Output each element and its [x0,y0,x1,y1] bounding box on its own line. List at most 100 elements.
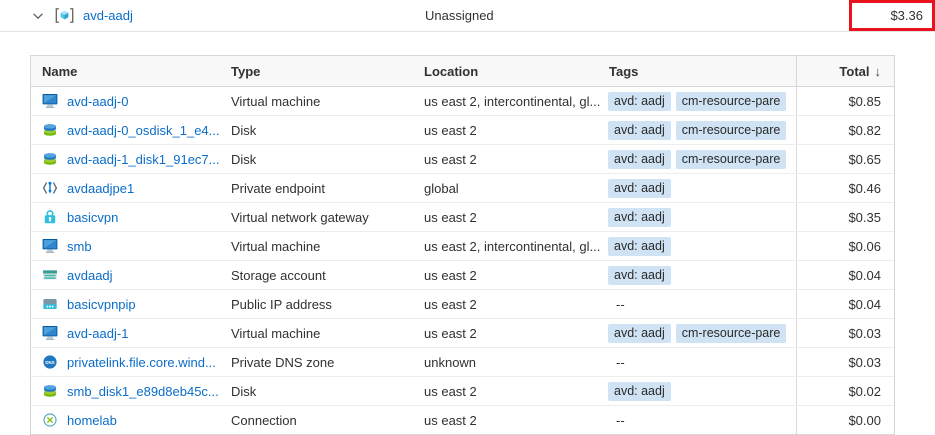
table-row[interactable]: DNS privatelink.file.core.wind... Private … [31,348,894,377]
resource-location: us east 2 [424,383,477,399]
virtual-machine-icon [42,325,58,341]
resource-name-cell: basicvpn [31,209,231,225]
group-total-highlight: $3.36 [849,0,935,31]
resource-link[interactable]: smb_disk1_e89d8eb45c... [67,383,219,399]
resource-type: Virtual machine [231,238,321,254]
tag-chip[interactable]: avd: aadj [608,178,671,198]
resource-type: Connection [231,412,297,428]
resource-tags-cell: avd: aadj [601,381,796,401]
resource-cost: $0.02 [796,377,894,405]
resource-name-cell: DNS privatelink.file.core.wind... [31,354,231,370]
column-header-location[interactable]: Location [424,63,479,79]
resource-type: Private DNS zone [231,354,335,370]
tag-chip[interactable]: cm-resource-pare [675,120,787,140]
resource-link[interactable]: basicvpn [67,209,119,225]
resource-link[interactable]: avdaadjpe1 [67,180,135,196]
resource-name-cell: homelab [31,412,231,428]
tag-chip[interactable]: avd: aadj [608,207,671,227]
resource-cost: $0.06 [796,232,894,260]
resource-location: us east 2 [424,267,477,283]
column-header-tags[interactable]: Tags [609,63,639,79]
empty-tags-label: -- [616,412,625,428]
resource-name-cell: smb_disk1_e89d8eb45c... [31,383,231,399]
resource-tags-cell: avd: aadj [601,207,796,227]
resource-name-cell: smb [31,238,231,254]
resource-group-row[interactable]: avd-aadj Unassigned $3.36 [0,0,935,32]
resource-link[interactable]: avd-aadj-1_disk1_91ec7... [67,151,220,167]
tag-chip[interactable]: avd: aadj [608,149,671,169]
resource-type: Virtual machine [231,325,321,341]
tag-chip[interactable]: avd: aadj [608,91,671,111]
virtual-network-gateway-icon [42,209,58,225]
table-header-row: Name Type Location Tags Total ↓ [31,56,894,87]
resource-link[interactable]: avd-aadj-1 [67,325,129,341]
tag-chip[interactable]: cm-resource-pare [675,323,787,343]
sort-descending-icon: ↓ [874,63,882,79]
resource-cost: $0.46 [796,174,894,202]
resource-location: us east 2 [424,296,477,312]
resource-link[interactable]: basicvpnpip [67,296,136,312]
connection-icon [42,412,58,428]
resource-type: Disk [231,383,257,399]
column-header-total[interactable]: Total ↓ [796,56,894,86]
column-header-name[interactable]: Name [42,63,78,79]
disk-icon [42,151,58,167]
resource-link[interactable]: smb [67,238,92,254]
table-row[interactable]: avdaadjpe1 Private endpoint global avd: aad… [31,174,894,203]
tag-chip[interactable]: avd: aadj [608,120,671,140]
resource-tags-cell: avd: aadj [601,236,796,256]
empty-tags-label: -- [616,296,625,312]
table-row[interactable]: smb Virtual machine us east 2, intercontin… [31,232,894,261]
resource-cost: $0.03 [796,348,894,376]
resource-location: global [424,180,459,196]
resource-tags-cell: avd: aadj [601,265,796,285]
table-row[interactable]: avdaadj Storage account us east 2 avd: aadj… [31,261,894,290]
resource-cost: $0.04 [796,261,894,289]
resource-link[interactable]: privatelink.file.core.wind... [67,354,216,370]
resource-location: us east 2 [424,325,477,341]
resource-name-cell: avdaadj [31,267,231,283]
tag-chip[interactable]: avd: aadj [608,323,671,343]
disk-icon [42,383,58,399]
resource-tags-cell: -- [601,413,796,428]
resource-type: Private endpoint [231,180,325,196]
table-row[interactable]: avd-aadj-1 Virtual machine us east 2 avd: a… [31,319,894,348]
resource-link[interactable]: avd-aadj-0_osdisk_1_e4... [67,122,220,138]
disk-icon [42,122,58,138]
resource-name-cell: avdaadjpe1 [31,180,231,196]
resource-link[interactable]: avd-aadj-0 [67,93,129,109]
resource-type: Virtual network gateway [231,209,369,225]
svg-text:DNS: DNS [45,360,54,365]
resource-link[interactable]: avdaadj [67,267,113,283]
chevron-down-icon[interactable] [31,9,45,23]
resources-table: Name Type Location Tags Total ↓ avd-aadj… [30,55,895,435]
resource-cost: $0.03 [796,319,894,347]
resource-name-cell: avd-aadj-1 [31,325,231,341]
tag-chip[interactable]: avd: aadj [608,381,671,401]
column-header-total-label: Total [839,63,870,79]
resource-link[interactable]: homelab [67,412,117,428]
tag-chip[interactable]: avd: aadj [608,236,671,256]
tag-chip[interactable]: avd: aadj [608,265,671,285]
resource-location: us east 2, intercontinental, gl... [424,238,601,254]
column-header-type[interactable]: Type [231,63,261,79]
resource-type: Storage account [231,267,326,283]
resource-name-cell: avd-aadj-0 [31,93,231,109]
resource-cost: $0.82 [796,116,894,144]
tag-chip[interactable]: cm-resource-pare [675,149,787,169]
resource-cost: $0.35 [796,203,894,231]
resource-group-link[interactable]: avd-aadj [83,8,133,23]
tag-chip[interactable]: cm-resource-pare [675,91,787,111]
resource-type: Public IP address [231,296,332,312]
resource-type: Disk [231,122,257,138]
table-row[interactable]: smb_disk1_e89d8eb45c... Disk us east 2 avd:… [31,377,894,406]
